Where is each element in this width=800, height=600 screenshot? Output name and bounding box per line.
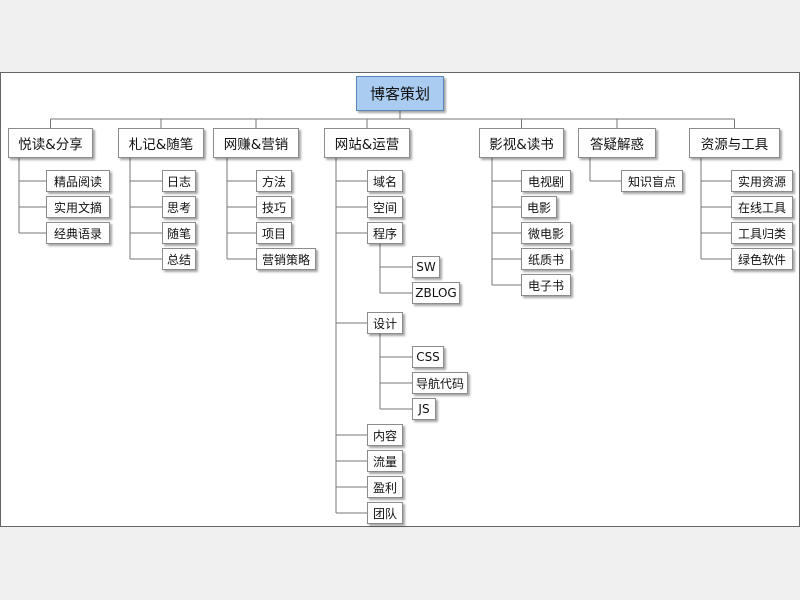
topic-node[interactable]: 实用文摘 <box>46 196 110 218</box>
category-marketing[interactable]: 网赚&营销 <box>213 128 299 158</box>
topic-node[interactable]: 空间 <box>367 196 403 218</box>
topic-node[interactable]: 微电影 <box>521 222 571 244</box>
topic-node[interactable]: 电影 <box>521 196 557 218</box>
subtopic-node[interactable]: JS <box>412 398 436 420</box>
topic-node[interactable]: 项目 <box>256 222 292 244</box>
topic-node[interactable]: 营销策略 <box>256 248 316 270</box>
topic-node[interactable]: 知识盲点 <box>621 170 683 192</box>
category-reading[interactable]: 悦读&分享 <box>8 128 93 158</box>
topic-node[interactable]: 内容 <box>367 424 403 446</box>
topic-node[interactable]: 设计 <box>367 312 403 334</box>
category-website[interactable]: 网站&运营 <box>324 128 410 158</box>
topic-node[interactable]: 日志 <box>162 170 196 192</box>
topic-node[interactable]: 精品阅读 <box>46 170 110 192</box>
topic-node[interactable]: 随笔 <box>162 222 196 244</box>
category-tools[interactable]: 资源与工具 <box>689 128 780 158</box>
subtopic-node[interactable]: CSS <box>412 346 444 368</box>
subtopic-node[interactable]: ZBLOG <box>412 282 460 304</box>
category-film-books[interactable]: 影视&读书 <box>479 128 564 158</box>
topic-node[interactable]: 思考 <box>162 196 196 218</box>
topic-node[interactable]: 绿色软件 <box>731 248 793 270</box>
topic-node[interactable]: 程序 <box>367 222 403 244</box>
topic-node[interactable]: 总结 <box>162 248 196 270</box>
topic-node[interactable]: 团队 <box>367 502 403 524</box>
topic-node[interactable]: 域名 <box>367 170 403 192</box>
subtopic-node[interactable]: 导航代码 <box>412 372 468 394</box>
topic-node[interactable]: 电视剧 <box>521 170 571 192</box>
category-notes[interactable]: 札记&随笔 <box>118 128 204 158</box>
topic-node[interactable]: 方法 <box>256 170 292 192</box>
subtopic-node[interactable]: SW <box>412 256 440 278</box>
topic-node[interactable]: 工具归类 <box>731 222 793 244</box>
topic-node[interactable]: 流量 <box>367 450 403 472</box>
topic-node[interactable]: 纸质书 <box>521 248 571 270</box>
category-qa[interactable]: 答疑解惑 <box>578 128 656 158</box>
topic-node[interactable]: 电子书 <box>521 274 571 296</box>
topic-node[interactable]: 盈利 <box>367 476 403 498</box>
topic-node[interactable]: 在线工具 <box>731 196 793 218</box>
topic-node[interactable]: 技巧 <box>256 196 292 218</box>
topic-node[interactable]: 实用资源 <box>731 170 793 192</box>
root-node[interactable]: 博客策划 <box>356 76 444 111</box>
topic-node[interactable]: 经典语录 <box>46 222 110 244</box>
